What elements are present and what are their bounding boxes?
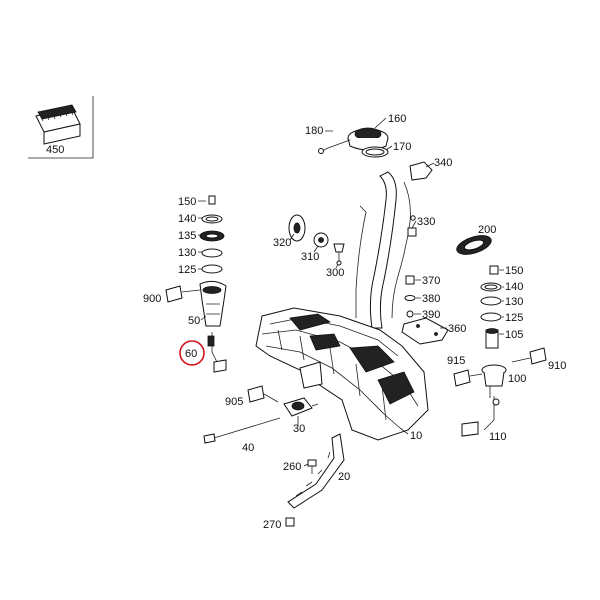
callout-60: 60 (185, 348, 197, 360)
part-50-pump-module (199, 280, 227, 327)
callout-200: 200 (478, 224, 496, 236)
callout-370: 370 (422, 275, 440, 287)
part-110-float (461, 396, 500, 437)
part-180-tether (321, 139, 351, 152)
part-60-sender: 60 (179, 332, 227, 373)
part-450-repair-kit (35, 104, 81, 145)
parts-320-310-300: 320 310 300 (273, 214, 345, 279)
part-200-cover (456, 235, 492, 255)
parts-20-260-270: 20 260 270 (263, 433, 350, 531)
callout-910: 910 (548, 360, 566, 372)
callout-110: 110 (489, 431, 507, 443)
part-100-sender-unit (481, 364, 507, 398)
callout-360: 360 (448, 323, 466, 335)
callout-100: 100 (508, 373, 526, 385)
callout-170: 170 (393, 141, 411, 153)
callout-180: 180 (305, 125, 323, 137)
part-260-bolt (307, 459, 317, 474)
callout-310: 310 (301, 251, 319, 263)
part-30-valve (283, 397, 319, 417)
callout-10: 10 (410, 430, 422, 442)
callout-300: 300 (326, 267, 344, 279)
right-pump-stack: 200 150 140 130 125 105 910 915 100 (447, 224, 566, 443)
callout-140-right: 140 (505, 281, 523, 293)
callout-150-right: 150 (505, 265, 523, 277)
callout-130-left: 130 (178, 247, 196, 259)
callout-30: 30 (293, 423, 305, 435)
callout-915: 915 (447, 355, 465, 367)
callout-130-right: 130 (505, 296, 523, 308)
filler-neck-pipe: 330 (355, 171, 435, 329)
part-915-connector (453, 369, 483, 387)
callout-150-left: 150 (178, 196, 196, 208)
callout-905: 905 (225, 396, 243, 408)
part-320-disc (288, 214, 306, 242)
callout-900: 900 (143, 293, 161, 305)
left-pump-stack: 150 140 135 130 125 900 50 (143, 195, 227, 327)
callout-450: 450 (46, 144, 64, 156)
callout-270: 270 (263, 519, 281, 531)
part-170-seal (361, 146, 389, 158)
callout-320: 320 (273, 237, 291, 249)
part-905-connector (247, 385, 279, 403)
callout-125-left: 125 (178, 264, 196, 276)
callout-40: 40 (242, 442, 254, 454)
callout-340: 340 (434, 157, 452, 169)
callout-105: 105 (505, 329, 523, 341)
callout-160: 160 (388, 113, 406, 125)
highlight-circle-60 (179, 340, 205, 366)
callout-125-right: 125 (505, 312, 523, 324)
part-105-pump (485, 328, 499, 349)
part-300-valve (333, 243, 345, 266)
part-40-line (203, 417, 281, 444)
part-160-filler-cap (347, 127, 389, 151)
callout-260: 260 (283, 461, 301, 473)
inset-450: 450 (28, 96, 94, 159)
parts-370-390-360: 370 380 390 360 (401, 275, 466, 345)
part-910-connector (511, 347, 547, 365)
part-310-wheel (313, 232, 329, 248)
part-900-connector (165, 285, 201, 303)
part-270-nut (285, 517, 295, 527)
callout-140-left: 140 (178, 213, 196, 225)
part-10-fuel-tank: 10 (255, 307, 429, 442)
callout-390: 390 (422, 309, 440, 321)
parts-905-30-40: 905 30 40 (203, 385, 319, 454)
part-20-strap (287, 433, 345, 509)
part-340-bracket (409, 161, 433, 181)
part-360-pad (401, 317, 449, 345)
callout-50: 50 (188, 315, 200, 327)
callout-330: 330 (417, 216, 435, 228)
callout-135: 135 (178, 230, 196, 242)
callout-380: 380 (422, 293, 440, 305)
callout-20: 20 (338, 471, 350, 483)
filler-cap-group: 180 160 170 340 (305, 113, 452, 181)
